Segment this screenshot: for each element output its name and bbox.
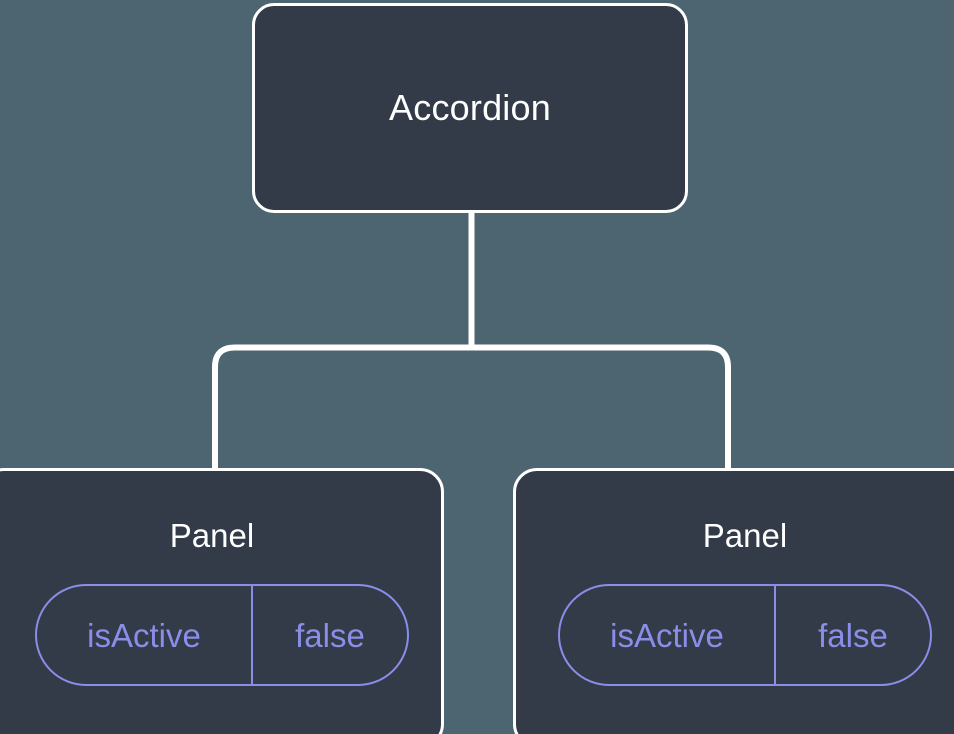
prop-value-label: false bbox=[251, 586, 407, 684]
node-panel-right-label: Panel bbox=[702, 517, 788, 554]
prop-key-label: isActive bbox=[610, 616, 724, 654]
prop-value-label: false bbox=[774, 586, 930, 684]
prop-pill-isactive-left[interactable]: isActive false bbox=[35, 584, 409, 686]
prop-pill-isactive-right[interactable]: isActive false bbox=[558, 584, 932, 686]
node-panel-left[interactable]: Panel isActive false bbox=[0, 468, 444, 734]
node-accordion[interactable]: Accordion bbox=[252, 3, 688, 213]
edge-split-bar bbox=[212, 344, 731, 470]
node-panel-left-label: Panel bbox=[169, 517, 255, 554]
prop-key-label: isActive bbox=[87, 616, 201, 654]
node-panel-right[interactable]: Panel isActive false bbox=[513, 468, 954, 734]
node-accordion-label: Accordion bbox=[389, 87, 551, 128]
